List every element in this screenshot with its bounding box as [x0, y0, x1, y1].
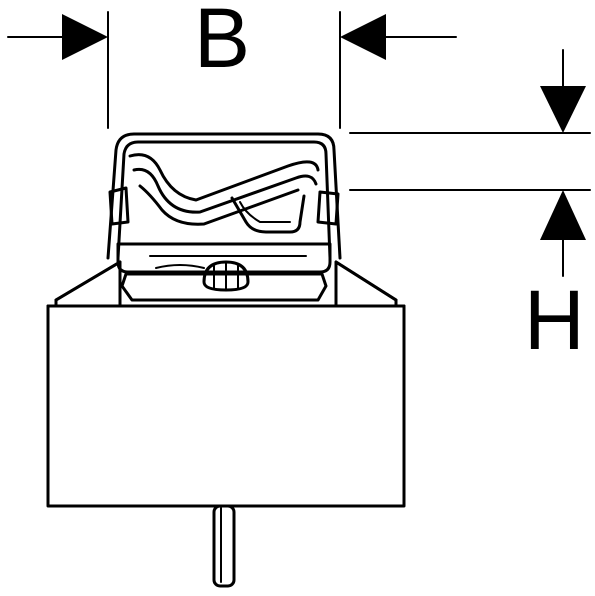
cap-assembly [106, 132, 342, 302]
lever-inner-edge [138, 184, 300, 226]
lever-lower-edge [132, 167, 318, 214]
knob-lead-line [155, 264, 205, 269]
housing-shoulder-left [54, 260, 122, 302]
cap-collar [116, 242, 332, 274]
housing-body [46, 260, 406, 508]
cap-inner-frame [116, 140, 332, 260]
height-arrowhead-bottom [540, 190, 586, 240]
width-dimension [7, 11, 457, 129]
adjustment-knob [202, 260, 250, 292]
right-side-clip [316, 190, 340, 226]
cap-base-ring [120, 272, 328, 302]
height-dimension-label: H [524, 273, 585, 367]
mechanism-window [230, 194, 306, 234]
height-arrowhead-top [540, 86, 586, 133]
pin-shaft [212, 504, 236, 588]
mechanism-detail [239, 201, 291, 223]
bottom-pin [212, 504, 236, 588]
housing-shoulder-right [334, 260, 398, 302]
lever-upper-edge [128, 153, 320, 202]
width-dimension-label: B [194, 0, 251, 85]
left-side-clip [108, 186, 130, 226]
width-arrowhead-right [340, 14, 386, 60]
cap-outer-frame [106, 132, 342, 260]
width-arrowhead-left [62, 14, 108, 60]
height-dimension [349, 49, 591, 277]
